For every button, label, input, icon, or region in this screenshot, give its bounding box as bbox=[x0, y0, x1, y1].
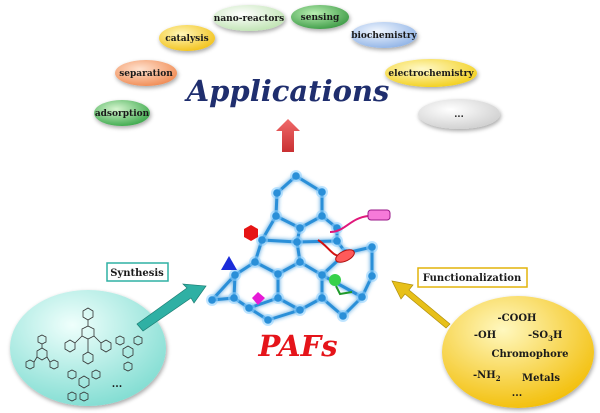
application-bubble-3 bbox=[213, 5, 285, 31]
synthesis-label: Synthesis bbox=[110, 268, 164, 279]
functionalization-arrow bbox=[391, 280, 451, 329]
application-bubble-1 bbox=[115, 60, 177, 86]
functionalization-box bbox=[417, 267, 528, 288]
application-label-2: catalysis bbox=[165, 34, 209, 44]
magenta-diamond-group bbox=[252, 292, 265, 305]
framework-node bbox=[296, 306, 304, 314]
applications-title: Applications bbox=[184, 74, 390, 108]
framework-node bbox=[230, 294, 238, 302]
framework-node bbox=[273, 189, 281, 197]
application-bubble-7 bbox=[418, 99, 500, 129]
application-label-0: adsorption bbox=[95, 109, 150, 119]
group-metals: Metals bbox=[522, 373, 560, 384]
application-bubble-0 bbox=[94, 100, 150, 126]
synthesis-ellipsis: ... bbox=[112, 379, 122, 390]
framework-node bbox=[274, 270, 282, 278]
up-arrow bbox=[276, 119, 300, 152]
framework-node bbox=[296, 258, 304, 266]
framework-node bbox=[208, 296, 216, 304]
application-bubble-6 bbox=[385, 59, 477, 87]
group-so3h: -SO3H bbox=[528, 330, 562, 343]
green-sphere-group bbox=[329, 274, 341, 286]
application-label-3: nano-reactors bbox=[214, 14, 284, 24]
pink-linker bbox=[329, 215, 369, 233]
framework-node bbox=[339, 312, 347, 320]
framework-node bbox=[274, 294, 282, 302]
application-label-6: electrochemistry bbox=[388, 69, 474, 79]
framework-node bbox=[245, 304, 253, 312]
framework-bond bbox=[295, 239, 339, 244]
pafs-label: PAFs bbox=[257, 329, 337, 363]
framework-node bbox=[318, 271, 326, 279]
group-ellipsis: ... bbox=[512, 388, 522, 399]
group-oh: -OH bbox=[474, 330, 496, 341]
framework-node bbox=[251, 258, 259, 266]
application-label-4: sensing bbox=[301, 13, 340, 23]
application-label-1: separation bbox=[119, 69, 173, 79]
application-bubble-4 bbox=[291, 5, 349, 29]
framework-node bbox=[292, 172, 300, 180]
framework-node bbox=[272, 212, 280, 220]
application-label-7: ... bbox=[454, 110, 463, 120]
framework-node bbox=[296, 224, 304, 232]
synthesis-box bbox=[106, 262, 169, 282]
paf-framework bbox=[206, 170, 391, 326]
framework-node bbox=[318, 188, 326, 196]
group-nh2: -NH2 bbox=[473, 370, 501, 383]
group-cooh: -COOH bbox=[498, 313, 537, 324]
application-label-5: biochemistry bbox=[351, 31, 417, 41]
red-oval-group bbox=[335, 249, 355, 263]
framework-bond bbox=[320, 273, 364, 299]
red-hexagon-group bbox=[244, 225, 258, 241]
functionalization-label: Functionalization bbox=[423, 273, 522, 284]
synthesis-arrow bbox=[136, 283, 207, 332]
framework-node bbox=[368, 243, 376, 251]
framework-node bbox=[358, 293, 366, 301]
functionalization-section: Functionalization -COOH -OH -SO3H Chromo… bbox=[391, 267, 594, 408]
green-linker bbox=[335, 285, 353, 296]
blue-triangle-group bbox=[221, 256, 237, 270]
application-bubble-5 bbox=[351, 22, 417, 48]
framework-node bbox=[318, 294, 326, 302]
molecule-drawings bbox=[25, 307, 143, 402]
framework-node bbox=[368, 272, 376, 280]
synthesis-section: Synthesis bbox=[10, 262, 207, 406]
framework-node bbox=[318, 212, 326, 220]
framework-node bbox=[231, 271, 239, 279]
group-chromophore: Chromophore bbox=[492, 349, 569, 360]
applications-group: adsorption separation catalysis nano-reacto… bbox=[94, 5, 500, 129]
framework-node bbox=[333, 237, 341, 245]
application-bubble-2 bbox=[159, 25, 215, 51]
framework-node bbox=[264, 316, 272, 324]
framework-node bbox=[293, 238, 301, 246]
functionalization-blob bbox=[442, 296, 594, 408]
pink-capsule-group bbox=[367, 209, 391, 221]
framework-node bbox=[258, 236, 266, 244]
